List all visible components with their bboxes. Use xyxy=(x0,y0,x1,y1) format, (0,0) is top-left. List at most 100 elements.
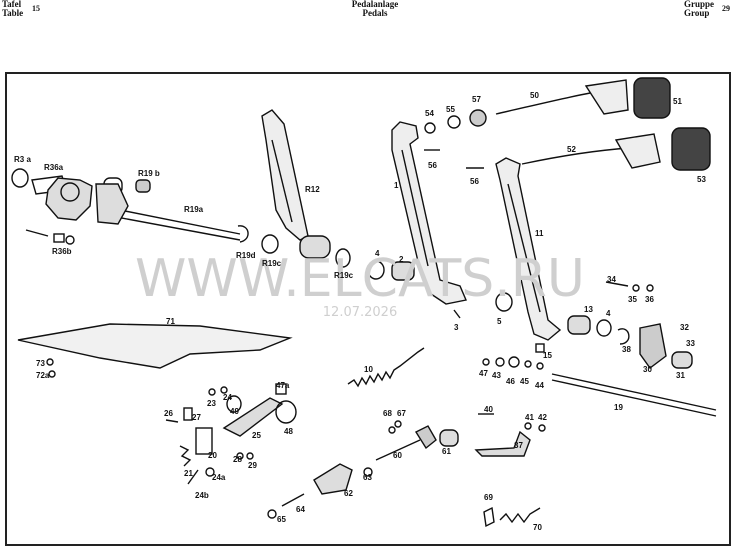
pedal-pad-51-icon xyxy=(633,77,671,119)
washer-46-icon xyxy=(508,356,520,368)
brake-pedal-lever-icon xyxy=(495,157,562,341)
pin-68-icon xyxy=(388,426,396,434)
part-label-p43: 43 xyxy=(492,371,501,380)
part-label-p24a: 24a xyxy=(212,473,226,482)
part-label-p47: 47 xyxy=(479,369,488,378)
bracket-27-icon xyxy=(183,407,193,421)
part-label-p49: 49 xyxy=(230,407,239,416)
part-label-p4b: 4 xyxy=(606,309,611,318)
bracket-69-icon xyxy=(483,506,495,528)
bushing-2-icon xyxy=(391,261,415,281)
part-label-p24: 24 xyxy=(223,393,232,402)
header-label-tafel: Tafel xyxy=(2,0,22,9)
pedal-pad-53-icon xyxy=(671,127,711,171)
part-label-p25: 25 xyxy=(252,431,261,440)
part-label-p42: 42 xyxy=(538,413,547,422)
header-label-table: Table xyxy=(2,8,24,18)
spring-70-icon xyxy=(499,507,541,524)
part-label-R36b: R36b xyxy=(52,247,72,256)
part-label-p71: 71 xyxy=(166,317,175,326)
part-label-p44: 44 xyxy=(535,381,544,390)
part-label-p28: 28 xyxy=(233,455,242,464)
part-label-R19b: R19 b xyxy=(138,169,160,178)
part-label-p55: 55 xyxy=(446,105,455,114)
bushing-R19b-small-icon xyxy=(135,179,151,193)
shaft-lever-icon xyxy=(95,183,129,225)
lever-R12-slot-icon xyxy=(271,139,293,223)
clip-R19d-icon xyxy=(237,225,249,243)
washer-55-icon xyxy=(447,115,461,129)
bracket-30-icon xyxy=(639,323,667,369)
part-label-p5: 5 xyxy=(497,317,502,326)
part-label-p65: 65 xyxy=(277,515,286,524)
shaft-19-icon xyxy=(551,373,717,417)
part-label-p10: 10 xyxy=(364,365,373,374)
ring-R3a-icon xyxy=(11,168,29,188)
header-label-gruppe: Gruppe xyxy=(684,0,715,9)
part-label-p60: 60 xyxy=(393,451,402,460)
pin-3-icon xyxy=(453,309,461,319)
spring-64-icon xyxy=(281,493,305,507)
part-label-p37: 37 xyxy=(514,441,523,450)
bolt-34-icon xyxy=(605,281,629,287)
part-label-p41: 41 xyxy=(525,413,534,422)
part-label-p53: 53 xyxy=(697,175,706,184)
pedal-plate-50-icon xyxy=(584,79,629,115)
brake-lever-slot-icon xyxy=(507,183,541,313)
part-label-p40: 40 xyxy=(484,405,493,414)
washer-4-icon xyxy=(367,260,385,280)
part-label-p52: 52 xyxy=(567,145,576,154)
clip-67-icon xyxy=(394,420,402,428)
washer-41-icon xyxy=(524,422,532,430)
group-number: 29 xyxy=(722,4,730,13)
part-label-p21: 21 xyxy=(184,469,193,478)
part-label-R3a: R3 a xyxy=(14,155,31,164)
washer-R19c-second-icon xyxy=(335,248,351,268)
table-number-header: Tafel Table 15 xyxy=(2,0,62,18)
section-title-german: Pedalanlage xyxy=(351,0,399,9)
pedal-plate-52-icon xyxy=(614,133,661,169)
part-label-p4a: 4 xyxy=(375,249,380,258)
nut-36-icon xyxy=(646,284,654,292)
part-label-p32: 32 xyxy=(680,323,689,332)
diagram-frame xyxy=(5,72,731,546)
bushing-13-icon xyxy=(567,315,591,335)
part-label-p73: 73 xyxy=(36,359,45,368)
part-label-p63: 63 xyxy=(363,473,372,482)
part-label-p72a: 72a xyxy=(36,371,50,380)
washer-43-icon xyxy=(495,357,505,367)
part-label-R36a: R36a xyxy=(44,163,64,172)
part-label-p30: 30 xyxy=(643,365,652,374)
header-label-group: Group xyxy=(684,8,710,18)
table-number: 15 xyxy=(32,4,40,13)
part-label-p48: 48 xyxy=(284,427,293,436)
part-drawings xyxy=(11,77,717,528)
watermark-site: WWW.ELCATS.RU xyxy=(135,249,585,309)
washer-28-icon xyxy=(236,452,244,460)
part-label-p19: 19 xyxy=(614,403,623,412)
clip-73-icon xyxy=(46,358,54,366)
nut-29-icon xyxy=(246,452,254,460)
part-label-p51: 51 xyxy=(673,97,682,106)
bushing-31-icon xyxy=(671,351,693,369)
part-label-p29: 29 xyxy=(248,461,257,470)
pedal-rod-52-icon xyxy=(521,147,631,165)
part-label-p67: 67 xyxy=(397,409,406,418)
group-number-header: Gruppe Group 29 xyxy=(684,0,734,18)
floor-plate-71-icon xyxy=(17,323,293,369)
nut-45-icon xyxy=(524,360,532,368)
nut-44-icon xyxy=(536,362,544,370)
part-label-p47a: 47a xyxy=(276,381,290,390)
watermark: WWW.ELCATS.RU 12.07.2026 xyxy=(135,249,585,320)
nut-R36b-icon xyxy=(53,233,65,243)
screw-72a-icon xyxy=(48,370,56,378)
washer-47-icon xyxy=(482,358,490,366)
part-label-p56a: 56 xyxy=(428,161,437,170)
lever-R12-hub-icon xyxy=(299,235,331,259)
part-label-p57: 57 xyxy=(472,95,481,104)
washer-5-icon xyxy=(495,292,513,312)
nut-57-icon xyxy=(469,109,487,127)
clip-21-icon xyxy=(179,445,192,467)
bolt-26-icon xyxy=(165,419,179,423)
washer-35-icon xyxy=(632,284,640,292)
